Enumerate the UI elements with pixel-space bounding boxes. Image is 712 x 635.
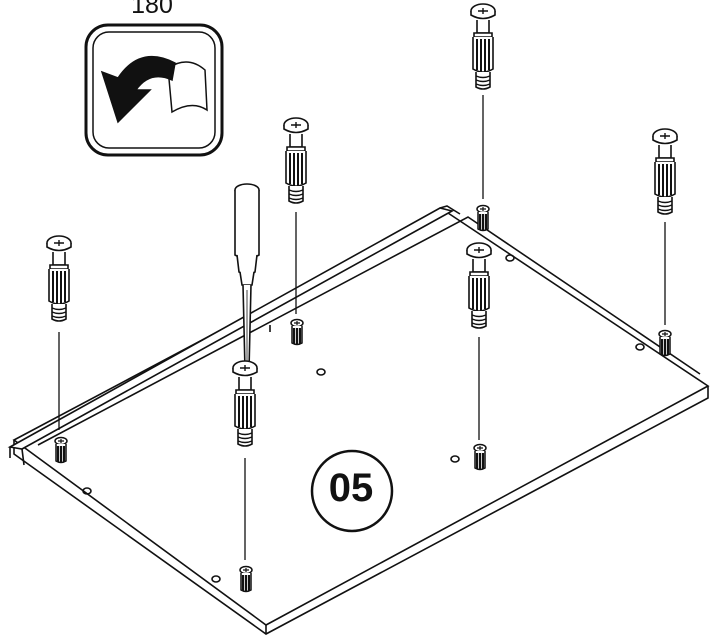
rotation-label: 180: [131, 0, 173, 19]
panel-icon: [7, 205, 710, 635]
guide-lines: [58, 95, 666, 560]
cam-bolt-4: [652, 128, 678, 215]
step-number-circle: [310, 449, 394, 533]
cam-bolt-3: [470, 3, 496, 90]
cam-bolt-2: [283, 117, 309, 204]
screwdriver-icon: [234, 183, 260, 371]
rotation-badge: [84, 23, 224, 157]
cam-bolt-1: [46, 235, 72, 322]
step-number: 05: [328, 466, 374, 510]
rotate-180-arrow-icon: [100, 55, 208, 124]
